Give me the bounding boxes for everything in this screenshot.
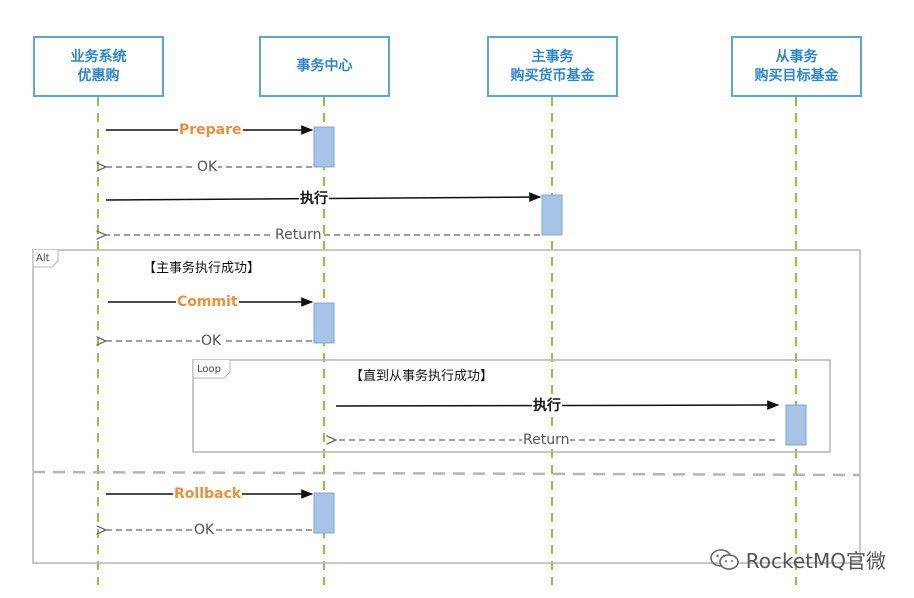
activation-tc-2 xyxy=(313,302,335,344)
participant-tc: 事务中心 xyxy=(259,36,390,97)
participant-sub: 从事务 购买目标基金 xyxy=(731,36,862,97)
msg-ok2-label: OK xyxy=(200,333,223,349)
participant-main-line1: 主事务 xyxy=(531,48,574,65)
alt-separator xyxy=(32,470,861,477)
loop-frame-tag-box xyxy=(192,360,231,379)
activation-main xyxy=(541,194,563,236)
msg-ok1-label: OK xyxy=(196,159,219,175)
participant-biz-line1: 业务系统 xyxy=(70,48,127,65)
participant-main: 主事务 购买货币基金 xyxy=(487,36,618,97)
loop-frame xyxy=(192,359,831,453)
alt-frame-tag-box xyxy=(32,250,59,268)
loop-condition: 【直到从事务执行成功】 xyxy=(350,369,494,384)
participant-sub-line2: 购买目标基金 xyxy=(754,67,839,84)
activation-tc-3 xyxy=(313,492,335,534)
msg-rollback-label: Rollback xyxy=(173,486,243,502)
msg-return2-label: Return xyxy=(522,432,571,448)
msg-prepare-label: Prepare xyxy=(178,122,243,138)
msg-exec1-label: 执行 xyxy=(299,191,329,207)
watermark-text: RocketMQ官微 xyxy=(745,549,886,573)
activation-tc-1 xyxy=(313,126,335,168)
loop-frame-tag: Loop xyxy=(197,364,221,375)
alt-condition: 【主事务执行成功】 xyxy=(143,261,261,276)
participant-tc-line1: 事务中心 xyxy=(296,58,353,74)
participant-biz-line2: 优惠购 xyxy=(77,67,120,84)
msg-return1-label: Return xyxy=(274,227,323,243)
watermark: RocketMQ官微 xyxy=(709,545,886,574)
participant-main-line2: 购买货币基金 xyxy=(510,67,595,84)
participant-biz: 业务系统 优惠购 xyxy=(33,36,164,97)
msg-commit-label: Commit xyxy=(176,294,239,310)
wechat-icon xyxy=(709,548,739,570)
msg-ok3-label: OK xyxy=(193,522,216,538)
alt-frame xyxy=(32,249,861,564)
participant-sub-line1: 从事务 xyxy=(775,48,818,65)
activation-sub xyxy=(785,404,807,446)
alt-frame-tag: Alt xyxy=(36,253,50,264)
msg-exec2-label: 执行 xyxy=(532,398,562,414)
